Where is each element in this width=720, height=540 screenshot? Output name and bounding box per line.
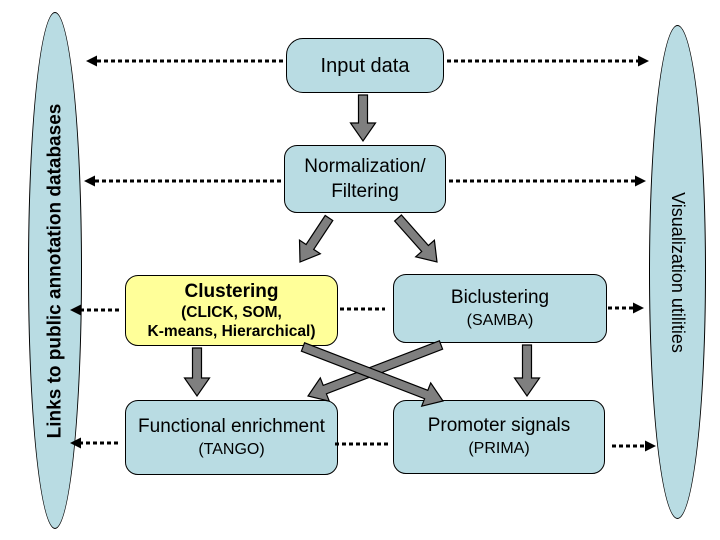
- node-title: Input data: [320, 54, 410, 77]
- node-title-line1: Normalization/: [304, 156, 426, 177]
- dashed-input-to-right-capsule-head: [638, 55, 649, 67]
- node-subtitle: (TANGO): [198, 440, 265, 458]
- node-functional-enrichment: Functional enrichment (TANGO): [125, 400, 338, 475]
- arrow-normalization-to-clustering: [298, 214, 334, 263]
- node-input-data: Input data: [286, 38, 444, 93]
- capsule-right-label: Visualization utilities: [668, 191, 689, 353]
- node-title: Promoter signals: [427, 415, 571, 436]
- node-promoter-signals: Promoter signals (PRIMA): [393, 400, 605, 474]
- node-subtitle-line1: (CLICK, SOM,: [181, 303, 282, 321]
- dashed-input-to-left-capsule-head: [86, 55, 97, 67]
- arrow-clustering-to-functional-enrichment: [183, 347, 211, 398]
- dashed-normalization-to-right-capsule-head: [635, 175, 646, 187]
- arrow-input-to-normalization: [349, 94, 377, 143]
- node-subtitle-line2: K-means, Hierarchical): [147, 322, 316, 340]
- node-title-line2: Filtering: [331, 181, 399, 202]
- arrow-biclustering-to-promoter-signals: [513, 344, 541, 398]
- node-subtitle: (SAMBA): [466, 311, 534, 329]
- arrow-normalization-to-biclustering: [393, 214, 438, 263]
- arrow-biclustering-to-functional-enrichment: [307, 340, 444, 403]
- dashed-promoter-to-right-capsule-head: [645, 440, 656, 452]
- node-clustering: Clustering (CLICK, SOM, K-means, Hierarc…: [125, 275, 338, 346]
- node-title: Functional enrichment: [138, 415, 325, 437]
- node-normalization-filtering: Normalization/ Filtering: [284, 145, 446, 213]
- capsule-visualization-utilities: Visualization utilities: [649, 25, 706, 519]
- node-title: Biclustering: [450, 286, 550, 308]
- node-subtitle: (PRIMA): [468, 440, 530, 457]
- capsule-annotation-databases: Links to public annotation databases: [28, 12, 82, 529]
- node-biclustering: Biclustering (SAMBA): [393, 274, 607, 343]
- capsule-left-label: Links to public annotation databases: [44, 103, 65, 438]
- dashed-normalization-to-left-capsule-head: [84, 175, 95, 187]
- dashed-biclustering-to-right-capsule-head: [633, 302, 644, 314]
- node-title: Clustering: [184, 280, 279, 302]
- arrow-clustering-to-promoter-signals: [300, 342, 444, 408]
